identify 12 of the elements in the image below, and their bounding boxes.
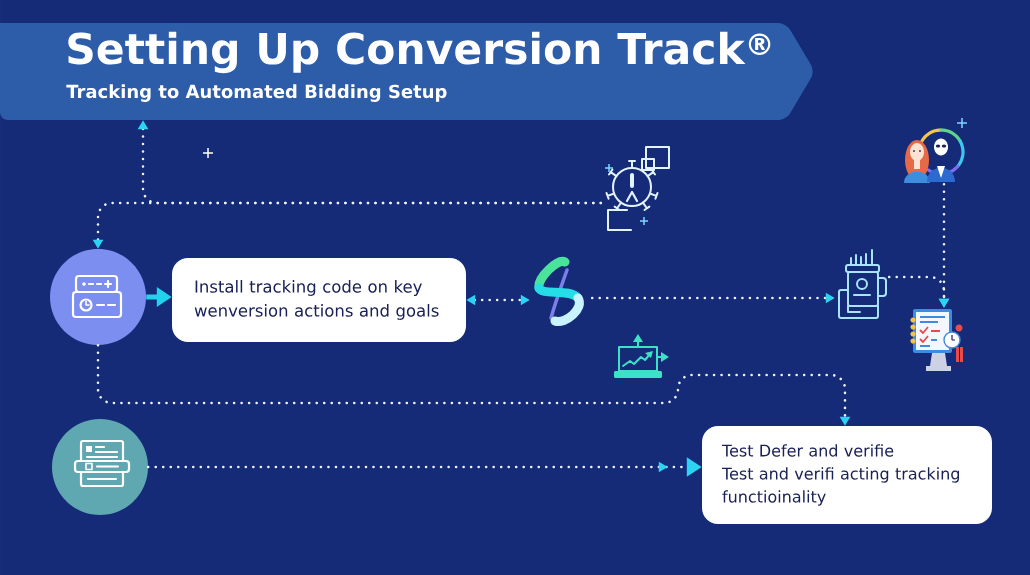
process-box: Install tracking code on key wenversion actions and goals — [172, 258, 466, 342]
laptop-chart-icon — [614, 334, 669, 378]
subtitle: Tracking to Automated Bidding Setup — [66, 84, 447, 102]
people-icon — [904, 117, 968, 183]
step-text: Test Defer and verifie — [721, 444, 894, 457]
swirl-icon — [534, 257, 584, 327]
process-box — [702, 426, 992, 524]
title: Setting Up Conversion Track$^{®}$ — [68, 31, 771, 74]
step-text: Test and verifi acting tracking functioinality — [721, 467, 959, 506]
alert-icon — [604, 146, 670, 231]
mug-icon — [838, 249, 887, 319]
checklist-icon — [910, 309, 963, 371]
